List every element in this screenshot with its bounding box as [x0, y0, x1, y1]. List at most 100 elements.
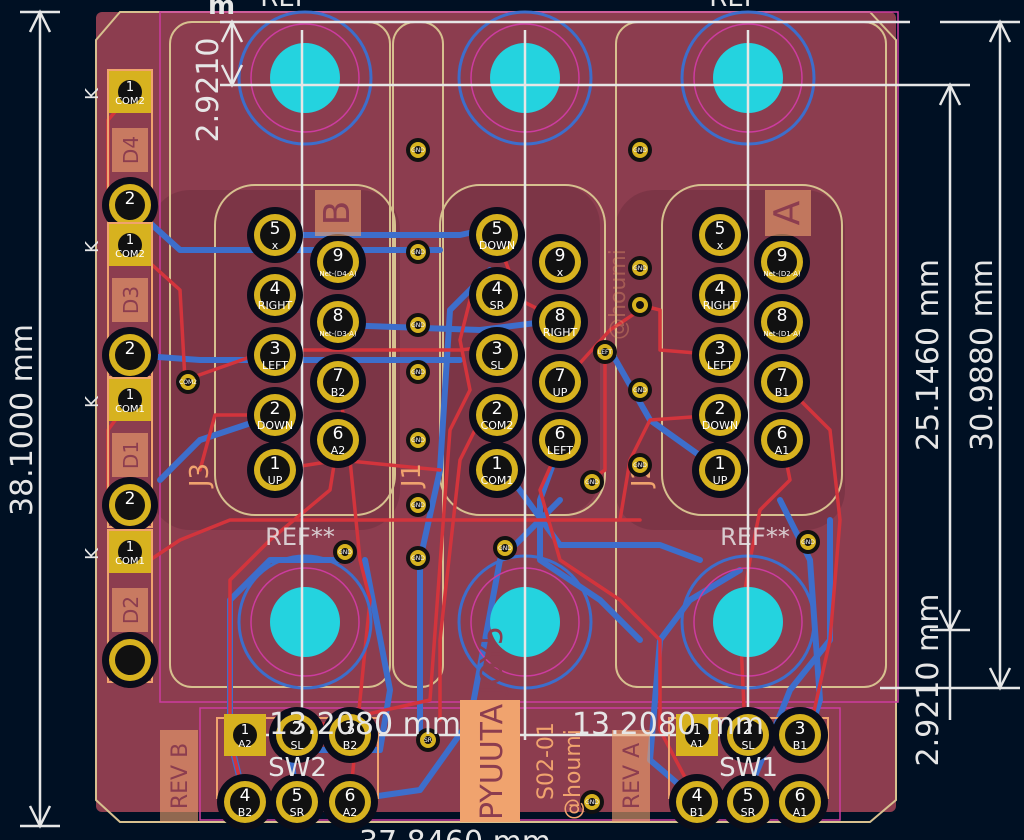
diode-pad-net: COM1 [115, 556, 145, 567]
via-hole [601, 348, 609, 356]
switch-pin-net: B1 [793, 739, 808, 752]
switch-pin-hole [335, 787, 365, 817]
connector-pin-net: LEFT [547, 444, 573, 457]
connector-pin-number: 8 [333, 306, 344, 326]
connector-pin-hole [482, 455, 512, 485]
diode-ref: D3 [119, 286, 143, 314]
via-hole [636, 264, 644, 272]
dim-text-height-right-outer: 30.9880 mm [965, 259, 1000, 451]
dim-text-height-right-bottom: 2.9210 mm [911, 594, 946, 767]
via-hole [636, 301, 644, 309]
mount-hole-ring [237, 554, 373, 690]
switch-pin-net: SR [290, 806, 305, 819]
switch-pin-hole [282, 787, 312, 817]
connector-pin-number: 1 [270, 454, 281, 474]
dimension-lines [20, 9, 1020, 829]
connector-pin-hole [323, 247, 353, 277]
via-net: GND [411, 555, 425, 562]
diode-label-bg [112, 433, 148, 477]
mount-hole-ring [237, 10, 373, 146]
connector-pin-number: 9 [333, 246, 344, 266]
dim-text-spacing-b: 13.2080 mm [269, 707, 461, 742]
connector-pin-net: SL [490, 359, 504, 372]
connector-ref: J3 [185, 463, 215, 489]
switch-pin-hole [785, 787, 815, 817]
connector-pin-hole [260, 340, 290, 370]
switch-pin-hole [785, 720, 815, 750]
diode-pad-number: 1 [126, 80, 134, 95]
connector-pin-number: 9 [555, 246, 566, 266]
diode-ref: D4 [119, 136, 143, 164]
connector-pin-hole [323, 307, 353, 337]
via-hole [636, 386, 644, 394]
back-trace [742, 517, 833, 803]
back-trace [502, 467, 703, 563]
connector-pin-number: 2 [270, 399, 281, 419]
connector-pin-number: 8 [777, 306, 788, 326]
diode-pad-net: COM1 [115, 404, 145, 415]
via-net: GND [411, 249, 425, 256]
via-hole [804, 538, 812, 546]
via-net: GND [411, 322, 425, 329]
connector-pin-hole [767, 367, 797, 397]
connector-letter: B [317, 201, 358, 226]
connector-pin-hole [482, 280, 512, 310]
connector-pin-net: LEFT [262, 359, 288, 372]
dim-arrow [220, 64, 244, 88]
switch-pin-hole [230, 787, 260, 817]
diode-pad-number: 2 [125, 489, 136, 509]
connector-pin-hole [705, 400, 735, 430]
via-hole [414, 321, 422, 329]
switch-rev-label: REV B [168, 743, 193, 809]
via-net: COM2 [179, 379, 197, 386]
switch-pin-number: 3 [795, 719, 806, 739]
connector-pin-number: 7 [555, 366, 566, 386]
ref-label: REF [260, 0, 309, 13]
connector-pin-hole [705, 220, 735, 250]
via-hole [501, 544, 509, 552]
diode-pad-hole [118, 540, 142, 564]
connector-pin-number: 9 [777, 246, 788, 266]
connector-pin-number: 6 [777, 424, 788, 444]
switch-ref: SW2 [268, 753, 327, 783]
diode-k-label: K [82, 547, 103, 560]
connector-pin-hole [705, 340, 735, 370]
switch-pin-number: 5 [292, 786, 303, 806]
connector-pin-number: 7 [777, 366, 788, 386]
switch-rev-bg [160, 730, 198, 822]
connector-pin-number: 1 [715, 454, 726, 474]
diode-pad-number: 2 [125, 189, 136, 209]
diode-pad-hole [115, 190, 145, 220]
ref-label: REF** [265, 523, 335, 551]
connector-letter: A [767, 200, 808, 225]
connector-pin-hole [482, 220, 512, 250]
connector-pin-net: A2 [331, 444, 346, 457]
connector-pin-net: UP [268, 474, 283, 487]
connector-pin-number: 5 [270, 219, 281, 239]
connector-pin-net: COM1 [481, 474, 514, 487]
via-hole [414, 146, 422, 154]
via-net: GND [633, 147, 647, 154]
connector-pin-net: UP [553, 386, 568, 399]
diode-pad-hole [118, 233, 142, 257]
via-hole [414, 248, 422, 256]
connector-pin-hole [260, 455, 290, 485]
switch-pin-hole [682, 787, 712, 817]
via-hole [588, 798, 596, 806]
diode-pad-net: COM2 [115, 96, 145, 107]
connector-pin-hole [705, 455, 735, 485]
diode-pad-number: 1 [126, 388, 134, 403]
switch-rev-label: REV A [620, 743, 645, 809]
switch-pin-number: 6 [795, 786, 806, 806]
diode-label-bg [112, 588, 148, 632]
via-net: GND [411, 369, 425, 376]
connector-pin-net: DOWN [257, 419, 293, 432]
switch-pin-net: A2 [343, 806, 358, 819]
connectors: 5x4RIGHT3LEFT2DOWN1UP9Net-(D4-A)8Net-(D3… [185, 190, 811, 498]
dim-text-height-left: 38.1000 mm [5, 324, 40, 516]
connector-pin-hole [545, 247, 575, 277]
connector-pin-number: 8 [555, 306, 566, 326]
connector-pin-number: 5 [492, 219, 503, 239]
ref-label: REF** [720, 523, 790, 551]
mount-hole [270, 587, 340, 657]
